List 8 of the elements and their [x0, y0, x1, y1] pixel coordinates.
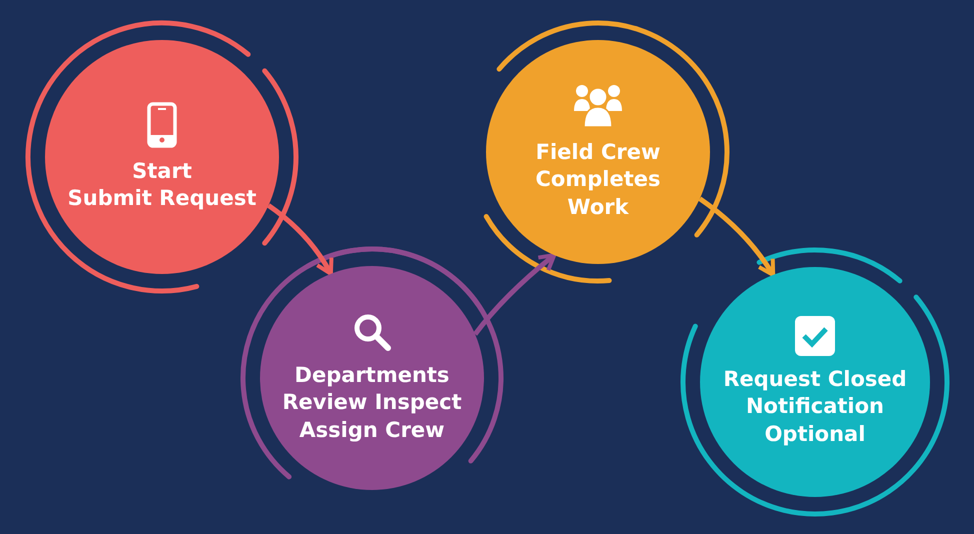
step-text: Field Crew Completes Work	[534, 139, 662, 221]
step-text: Departments Review Inspect Assign Crew	[281, 362, 463, 444]
step-text: Request Closed Notification Optional	[722, 366, 908, 448]
step-text: Start	[132, 158, 192, 185]
arrow	[698, 196, 776, 277]
step-text: Submit Request	[68, 185, 256, 212]
arrow	[267, 203, 334, 276]
arrow	[473, 253, 556, 336]
